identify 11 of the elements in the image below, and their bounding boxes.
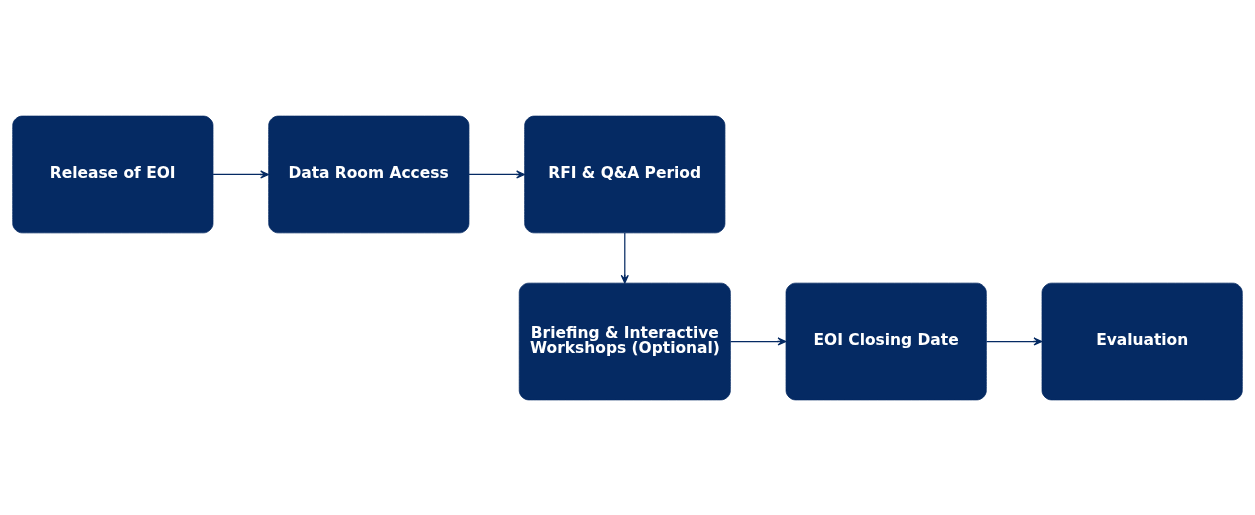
arrow [468,169,526,179]
arrow [985,336,1043,346]
node-box: EOI Closing Date [785,282,987,400]
node-box: Briefing & Interactive Workshops (Optional) [518,282,731,400]
arrow [729,336,787,346]
arrow [212,169,270,179]
node-box: Data Room Access [268,115,470,233]
node-box: Evaluation [1041,282,1243,400]
arrow [620,231,629,284]
node-box: RFI & Q&A Period [524,115,726,233]
node-box: Release of EOI [12,115,214,233]
